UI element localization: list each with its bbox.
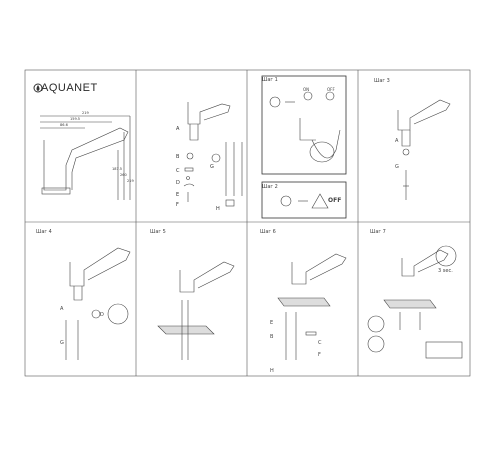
svg-text:F: F [176,202,179,208]
step1-diagram [269,91,341,163]
step7-diagram [367,245,463,359]
svg-text:B: B [176,154,180,160]
step4-a-label: A [60,306,64,312]
step7-title: Шаг 7 [370,229,386,235]
step5-title: Шаг 5 [150,229,166,235]
svg-text:G: G [210,164,214,170]
step4-d-label: D [100,312,104,318]
overview-dimension-label: 219 [127,179,134,183]
brand-name: AQUANET [41,82,98,94]
overview-dimension-label: 86.6 [60,123,68,127]
step2-off-label: OFF [328,197,342,204]
parts-diagram [183,102,243,207]
step4-diagram [65,247,131,360]
svg-text:D: D [176,180,180,186]
overview-dimension-label: 187.5 [112,167,122,171]
step6-b-label: B [270,334,274,340]
step3-g-label: G [395,164,399,170]
step2-diagram [280,193,329,209]
svg-text:H: H [216,206,220,212]
step6-diagram [277,253,347,360]
step5-diagram [157,261,235,360]
overview-dimension-label: 159.5 [70,117,80,121]
step6-e-label: E [270,320,274,326]
overview-diagram [40,115,131,200]
step7-duration-label: 3 sec. [438,268,453,274]
step2-title: Шаг 2 [262,184,278,190]
aquanet-logo-icon [33,83,43,93]
step3-diagram [397,99,451,200]
step6-f-label: F [318,352,321,358]
step1-on-label: ON [303,87,310,92]
step1-title: Шаг 1 [262,77,278,83]
step4-g-label: G [60,340,64,346]
step6-c-label: C [318,340,322,346]
step6-title: Шаг 6 [260,229,276,235]
step4-title: Шаг 4 [36,229,52,235]
step1-off-label: OFF [327,87,335,92]
step3-a-label: A [395,138,399,144]
svg-text:A: A [176,126,180,132]
step6-h-label: H [270,368,274,374]
step3-title: Шаг 3 [374,78,390,84]
overview-dimension-label: 219 [82,111,89,115]
overview-dimension-label: 260 [120,173,127,177]
svg-text:C: C [176,168,180,174]
svg-text:E: E [176,192,179,198]
